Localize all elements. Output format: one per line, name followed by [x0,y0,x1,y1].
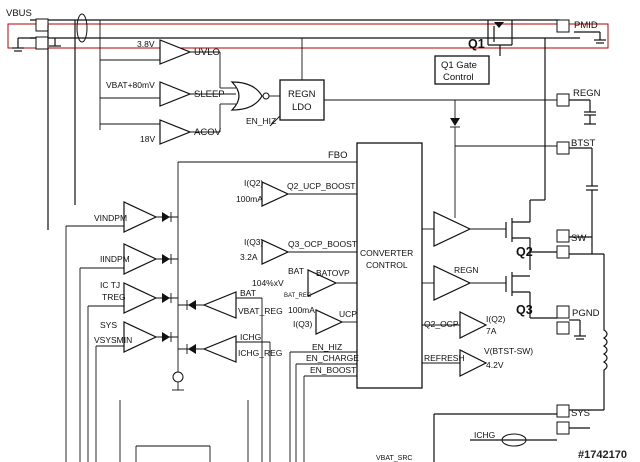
regn-ldo-line2: LDO [292,102,312,113]
bat-loop-label: BAT [240,288,256,298]
converter-control-block [356,142,423,389]
regn-ldo-block [279,79,325,121]
pct104-label: 104%xV [252,278,284,288]
regn-driver-label: REGN [454,265,479,275]
q2-ucp-comparator [261,181,290,207]
sys-loop-label: SYS [100,320,117,330]
vbat-src-label: VBAT_SRC [376,455,412,462]
pgnd-pin-label: PGND [572,308,600,319]
or-gate [230,81,263,111]
regn-pin [556,93,570,107]
uvlo-comparator [159,39,192,65]
iq3-label: I(Q3) [244,237,264,247]
vbat-reg-label: VBAT_REG [238,306,283,316]
ictj-label: IC TJ [100,280,120,290]
btst-pin [556,141,570,155]
fbo-label: FBO [328,150,348,161]
pmid-pin [556,19,570,33]
sw-pin-label: SW [571,233,586,244]
sys-pin-2 [556,421,570,435]
regn-pin-label: REGN [573,88,601,99]
iindpm-amp [123,243,158,275]
watermark: #1742170 [578,449,627,461]
q3-ocp-comparator [261,239,290,265]
pgnd-pin [556,305,570,319]
v42-label: 4.2V [486,360,504,370]
ichg-reg-amp [202,335,237,363]
q2-label: Q2 [516,245,533,259]
inductor [602,254,608,410]
vindpm-label: VINDPM [94,213,127,223]
q1-label: Q1 [468,37,485,51]
q1-gate-control-line2: Control [443,72,474,83]
treg-label: TREG [102,292,126,302]
power-path-highlight [7,23,609,49]
q1-gate-control-line1: Q1 Gate [441,60,477,71]
batovp-label: BATOVP [316,268,350,278]
ichg-sense-label: ICHG [474,430,495,440]
i100ma-b-label: 100mA [288,305,315,315]
i100ma-label: 100mA [236,194,263,204]
en-hiz-label-top: EN_HIZ [246,116,276,126]
bat-reg-sub-label: BAT_REG [284,293,312,299]
vindpm-amp [123,201,158,233]
refresh-label: REFRESH [424,353,465,363]
iq2-label: I(Q2) [244,178,264,188]
a32-label: 3.2A [240,252,258,262]
acov-comparator [159,119,192,145]
pmid-pin-label: PMID [574,20,598,31]
pgnd-pin-2 [556,321,570,335]
ichg-reg-label: ICHG_REG [238,348,282,358]
bat-ovp-in-label: BAT [288,266,304,276]
sleep-comparator [159,81,192,107]
q2-ocp-comparator [459,311,488,339]
en-charge-signal: EN_CHARGE [306,353,359,363]
sleep-label: SLEEP [194,89,225,100]
vbus-pin [35,18,49,32]
sw-pin [556,229,570,243]
v18-ref: 18V [140,134,155,144]
vbus-current-sense [76,13,88,43]
vbus-pin-2 [35,36,49,50]
q2-ocp-label: Q2_OCP [424,319,459,329]
ichg-loop-label: ICHG [240,332,261,342]
iq3-b-label: I(Q3) [293,319,313,329]
vbat-reg-amp [202,291,237,319]
iq2-b-label: I(Q2) [486,314,506,324]
vbat80-ref: VBAT+80mV [106,80,155,90]
treg-amp [123,282,158,314]
batovp-comparator [307,269,338,297]
ucp-label: UCP [339,309,357,319]
regn-ldo-line1: REGN [288,89,316,100]
converter-control-line1: CONVERTER [360,248,413,258]
v38-ref: 3.8V [137,39,155,49]
acov-label: ACOV [194,127,222,138]
vbus-pin-label: VBUS [6,8,32,19]
vsysmin-amp [123,321,158,353]
sw-pin-2 [556,245,570,259]
en-boost-signal: EN_BOOST [310,365,356,375]
ucp-comparator [315,309,344,335]
sys-pin [556,404,570,418]
sys-pin-label: SYS [571,408,590,419]
vsysmin-label: VSYSMIN [94,335,132,345]
converter-control-line2: CONTROL [366,260,408,270]
uvlo-label: UVLO [194,47,220,58]
q2-ucp-label: Q2_UCP_BOOST [287,181,356,191]
en-hiz-signal: EN_HIZ [312,342,342,352]
a7-label: 7A [486,326,497,336]
btst-pin-label: BTST [571,138,595,149]
q3-label: Q3 [516,303,533,317]
vbtst-sw-label: V(BTST-SW) [484,346,533,356]
iindpm-label: IINDPM [100,254,130,264]
q3-ocp-label: Q3_OCP_BOOST [288,239,357,249]
q1-gate-control-block [434,55,490,85]
high-side-driver [433,211,472,247]
